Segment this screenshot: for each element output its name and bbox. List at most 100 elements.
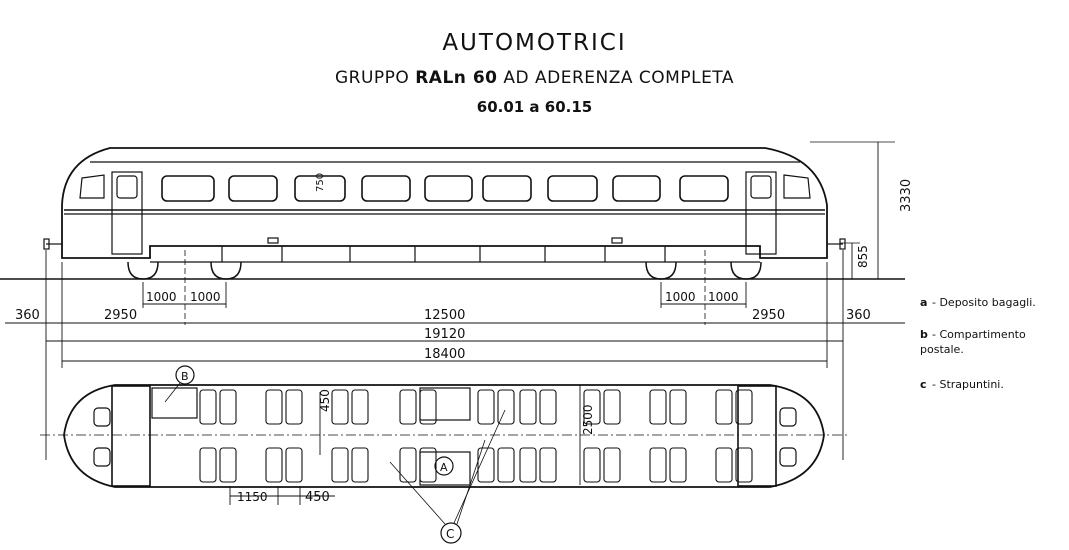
compartment-b — [151, 387, 198, 419]
label-c: C — [446, 527, 454, 541]
buffer-head-right — [839, 238, 846, 250]
cab-desk-right — [779, 407, 797, 427]
legend-text: - Deposito bagagli. — [932, 296, 1036, 309]
seat — [219, 389, 237, 425]
wheels — [127, 261, 762, 280]
cab-desk-left-2 — [93, 447, 111, 467]
leader-c2 — [453, 409, 506, 524]
dimension-text: 750 3330 855 1000 1000 1000 1000 360 295… — [15, 173, 914, 541]
plan-view — [40, 365, 850, 544]
seat — [583, 447, 601, 483]
page-title: AUTOMOTRICI — [442, 30, 627, 56]
label-a-circle — [434, 456, 454, 476]
label-b-circle — [175, 365, 195, 385]
dim-bogie-left-b: 1000 — [190, 290, 221, 304]
legend-item-a: a- Deposito bagagli. — [920, 295, 1065, 310]
cab-window-left — [79, 174, 105, 199]
seat — [477, 389, 495, 425]
seat — [419, 447, 437, 483]
legend-text: - Strapuntini. — [932, 378, 1004, 391]
door-window-right — [750, 175, 772, 199]
legend-item-b: b- Compartimento postale. — [920, 327, 1065, 357]
dim-bogie-right-b: 1000 — [708, 290, 739, 304]
dim-length-buffers: 19120 — [424, 327, 465, 342]
dim-aisle-width: 450 — [318, 389, 332, 412]
window — [361, 175, 411, 202]
window — [424, 175, 473, 202]
dim-floor-height: 855 — [856, 245, 870, 268]
window — [482, 175, 532, 202]
dim-bogie-left-a: 1000 — [146, 290, 177, 304]
seat — [419, 389, 437, 425]
leader-b — [164, 382, 181, 403]
window — [679, 175, 729, 202]
window — [294, 175, 346, 202]
window — [161, 175, 215, 202]
legend-item-c: c - Strapuntini. — [920, 377, 1065, 392]
seat — [583, 389, 601, 425]
seat — [497, 389, 515, 425]
wheel — [645, 261, 677, 280]
legend-key: b — [920, 328, 928, 341]
cab-left — [111, 385, 151, 487]
dimension-lines — [5, 250, 905, 505]
underframe — [150, 237, 760, 263]
wheel — [210, 261, 242, 280]
seat — [669, 389, 687, 425]
label-b: B — [181, 370, 189, 383]
subtitle-post: AD ADERENZA COMPLETA — [497, 68, 734, 88]
cab-desk-left — [93, 407, 111, 427]
seat — [735, 389, 753, 425]
dim-overhang-left: 360 — [15, 308, 40, 323]
seat — [519, 389, 537, 425]
seat — [735, 447, 753, 483]
seat — [715, 389, 733, 425]
body-outline — [61, 147, 828, 259]
seats — [199, 389, 753, 483]
subtitle-pre: GRUPPO — [335, 68, 416, 88]
legend-key: c — [920, 378, 927, 391]
dim-seat-row: 450 — [305, 490, 330, 505]
seat — [477, 447, 495, 483]
dim-pivot-distance: 12500 — [424, 308, 465, 323]
seat — [199, 447, 217, 483]
unit-numbers: 60.01 a 60.15 — [476, 98, 593, 116]
seat — [199, 389, 217, 425]
window — [612, 175, 661, 202]
seat — [715, 447, 733, 483]
dim-height-total: 3330 — [899, 179, 914, 212]
seat — [539, 447, 557, 483]
label-c-circle — [440, 522, 462, 544]
dim-length-body: 18400 — [424, 347, 465, 362]
seat — [399, 389, 417, 425]
seat — [219, 447, 237, 483]
dim-overhang-right: 360 — [846, 308, 871, 323]
step — [267, 237, 279, 244]
leader-c3 — [456, 439, 486, 525]
seat — [649, 389, 667, 425]
seat — [351, 389, 369, 425]
leader-c1 — [389, 461, 446, 525]
seat — [331, 447, 349, 483]
seat — [285, 447, 303, 483]
dim-window-height: 750 — [315, 173, 326, 192]
door-left — [111, 171, 143, 255]
seat — [669, 447, 687, 483]
subtitle: GRUPPO RALn 60 AD ADERENZA COMPLETA — [50, 68, 1019, 88]
side-elevation — [0, 141, 905, 325]
cab-window-right — [783, 174, 811, 199]
seat — [351, 447, 369, 483]
cab-right — [737, 385, 777, 487]
cab-desk-right-2 — [779, 447, 797, 467]
dim-plan-width: 2500 — [581, 404, 595, 435]
window — [228, 175, 278, 202]
seat — [539, 389, 557, 425]
label-a: A — [440, 461, 448, 474]
seat — [497, 447, 515, 483]
door-window-left — [116, 175, 138, 199]
seat — [331, 389, 349, 425]
buffers — [43, 238, 846, 250]
subtitle-model: RALn 60 — [415, 68, 498, 88]
